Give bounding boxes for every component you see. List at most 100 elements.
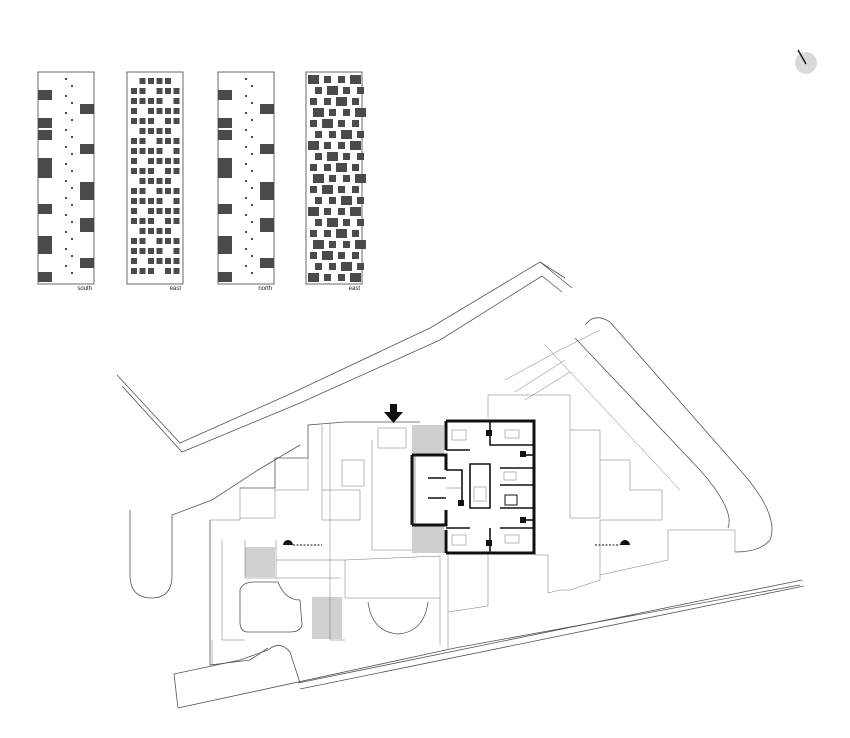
elevation-window bbox=[65, 163, 67, 165]
elevation-window bbox=[343, 219, 350, 226]
elevation-window bbox=[38, 168, 52, 178]
elevation-window bbox=[173, 148, 180, 154]
elevation-label: south bbox=[77, 286, 92, 292]
elevation-window bbox=[71, 136, 73, 138]
elevation-label: east bbox=[170, 286, 182, 292]
elevation-window bbox=[156, 248, 163, 254]
elevation-window bbox=[71, 119, 73, 121]
elevation-window bbox=[65, 197, 67, 199]
elevation-label: north bbox=[258, 286, 272, 292]
elevation-window bbox=[245, 265, 247, 267]
elevation-window bbox=[251, 119, 253, 121]
elevation-window bbox=[329, 241, 336, 248]
elevation-window bbox=[245, 197, 247, 199]
elevation-window bbox=[165, 78, 171, 84]
elevation-window bbox=[156, 238, 163, 244]
elevation-window bbox=[139, 188, 146, 194]
elevation-window bbox=[245, 95, 247, 97]
elevation-window bbox=[139, 128, 146, 134]
elevation-window bbox=[310, 164, 317, 171]
elevation-window bbox=[245, 231, 247, 233]
elevation-window bbox=[315, 197, 322, 204]
elevation-window bbox=[218, 236, 232, 246]
elevation-windows bbox=[38, 78, 94, 282]
elevation-window bbox=[131, 258, 137, 264]
elevation-window bbox=[352, 120, 359, 127]
elevation-window bbox=[131, 98, 137, 104]
elevation-window bbox=[65, 146, 67, 148]
elevation-window bbox=[343, 241, 350, 248]
elevation-window bbox=[338, 252, 345, 259]
elevation-window bbox=[71, 255, 73, 257]
elevation-window bbox=[139, 178, 146, 184]
elevation-south: south bbox=[37, 71, 95, 292]
elevation-window bbox=[71, 170, 73, 172]
elevation-window bbox=[80, 104, 94, 114]
elevation-window bbox=[148, 198, 154, 204]
elevation-window bbox=[245, 180, 247, 182]
entrance-arrow-icon bbox=[384, 404, 403, 423]
lower-road bbox=[173, 579, 805, 709]
elevation-window bbox=[313, 240, 324, 249]
elevation-window bbox=[148, 128, 154, 134]
elevation-window bbox=[80, 222, 94, 232]
elevation-window bbox=[38, 236, 52, 246]
elevation-window bbox=[310, 230, 317, 237]
elevation-window bbox=[329, 197, 336, 204]
elevation-window bbox=[218, 204, 232, 214]
elevation-window bbox=[352, 252, 359, 259]
elevation-window bbox=[251, 221, 253, 223]
elevation-window bbox=[38, 272, 52, 282]
elevation-window bbox=[173, 138, 180, 144]
elevation-window bbox=[71, 102, 73, 104]
elevation-window bbox=[245, 129, 247, 131]
elevation-window bbox=[80, 190, 94, 200]
elevation-window bbox=[355, 174, 366, 183]
elevation-window bbox=[65, 248, 67, 250]
elevation-window bbox=[156, 158, 163, 164]
elevation-window bbox=[324, 274, 331, 281]
elevation-window bbox=[139, 88, 146, 94]
elevation-window bbox=[71, 153, 73, 155]
elevation-window bbox=[131, 218, 137, 224]
elevation-window bbox=[139, 148, 146, 154]
elevation-window bbox=[173, 108, 180, 114]
elevation-window bbox=[324, 230, 331, 237]
elevation-window bbox=[156, 88, 163, 94]
stairs-left bbox=[245, 547, 275, 577]
elevation-window bbox=[355, 108, 366, 117]
elevation-window bbox=[65, 214, 67, 216]
elevation-window bbox=[338, 120, 345, 127]
elevation-window bbox=[139, 138, 146, 144]
elevation-window bbox=[148, 228, 154, 234]
elevation-window bbox=[148, 268, 154, 274]
elevation-label: east bbox=[349, 286, 361, 292]
elevation-window bbox=[165, 88, 171, 94]
elevation-window bbox=[352, 98, 359, 105]
elevation-window bbox=[251, 102, 253, 104]
elevation-window bbox=[343, 109, 350, 116]
elevation-window bbox=[131, 188, 137, 194]
elevation-window bbox=[148, 108, 154, 114]
elevation-window bbox=[38, 204, 52, 214]
elevation-window bbox=[338, 142, 345, 149]
elevation-window bbox=[251, 204, 253, 206]
elevation-window bbox=[80, 144, 94, 154]
elevation-window bbox=[165, 138, 171, 144]
elevation-window bbox=[173, 188, 180, 194]
elevation-window bbox=[139, 268, 146, 274]
elevation-window bbox=[218, 168, 232, 178]
elevation-window bbox=[80, 182, 94, 192]
elevation-window bbox=[313, 174, 324, 183]
elevation-window bbox=[355, 240, 366, 249]
elevation-window bbox=[71, 85, 73, 87]
elevation-window bbox=[173, 198, 180, 204]
elevation-window bbox=[251, 238, 253, 240]
elevation-window bbox=[139, 218, 146, 224]
elevation-window bbox=[310, 98, 317, 105]
elevation-window bbox=[65, 129, 67, 131]
elevation-window bbox=[173, 98, 180, 104]
elevation-window bbox=[148, 148, 154, 154]
elevation-window bbox=[218, 272, 232, 282]
